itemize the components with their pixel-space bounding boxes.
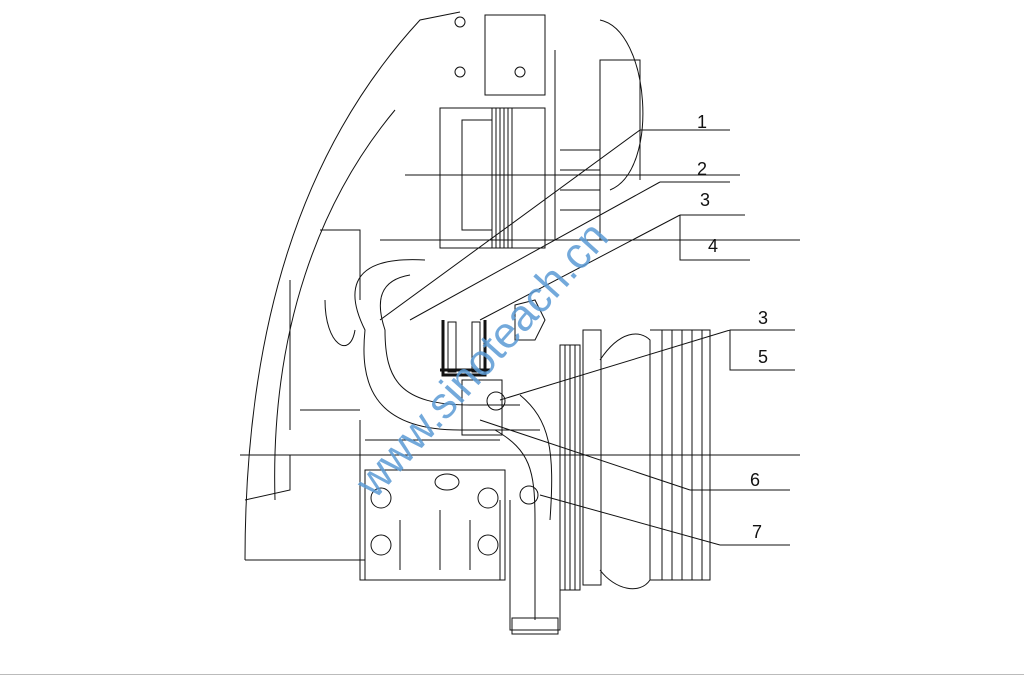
pipe-fitting bbox=[511, 617, 559, 635]
upper-bracket bbox=[484, 14, 546, 96]
drain-nut bbox=[519, 485, 539, 505]
watermark: www.sinoteach.cn bbox=[345, 212, 618, 507]
leader-lines bbox=[379, 129, 795, 546]
center-lines bbox=[240, 174, 800, 456]
callout-6: 6 bbox=[750, 470, 760, 490]
bolt bbox=[477, 487, 499, 509]
callout-7: 7 bbox=[752, 522, 762, 542]
alternator-fins bbox=[491, 108, 513, 248]
callout-2: 2 bbox=[697, 159, 707, 179]
bottom-border bbox=[0, 674, 1024, 675]
crank-pulley bbox=[559, 344, 581, 591]
ribs bbox=[399, 510, 471, 570]
callout-3a: 3 bbox=[700, 190, 710, 210]
callout-4: 4 bbox=[708, 236, 718, 256]
mount-bracket bbox=[364, 469, 506, 581]
boss bbox=[434, 473, 460, 491]
callout-3b: 3 bbox=[758, 308, 768, 328]
bolt bbox=[477, 534, 499, 556]
bolt bbox=[370, 534, 392, 556]
pulley-grooves-upper bbox=[560, 149, 600, 211]
sensor-fitting bbox=[514, 299, 546, 341]
callout-5: 5 bbox=[758, 347, 768, 367]
callout-1: 1 bbox=[697, 112, 707, 132]
housing-outline bbox=[244, 11, 461, 561]
pulley-hub bbox=[599, 333, 651, 590]
coolant-hose bbox=[354, 259, 540, 431]
tensioner-body bbox=[554, 50, 641, 241]
damper-plate bbox=[582, 329, 602, 586]
fan-pulley bbox=[599, 19, 644, 191]
housing-inner-outline bbox=[274, 109, 396, 501]
outlet-pipe bbox=[494, 394, 553, 620]
plug-nut bbox=[486, 391, 506, 411]
pipe-left bbox=[289, 229, 361, 430]
bolt bbox=[370, 487, 392, 509]
